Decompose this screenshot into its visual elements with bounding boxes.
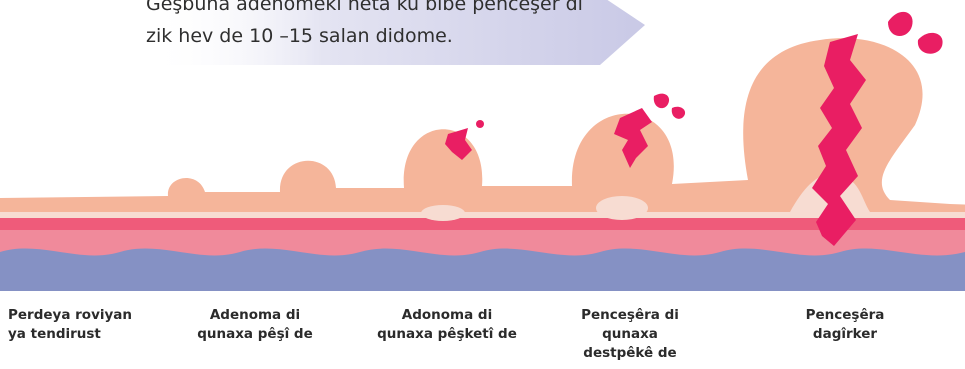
submucosa-bulge-3: [421, 205, 465, 221]
stage-label-line: dagîrker: [812, 326, 878, 342]
tumor-drop-5b: [917, 32, 943, 54]
tumor-drop-4a: [653, 93, 670, 109]
stage-label-advanced-adenoma: Adonoma di qunaxa pêşketî de: [372, 306, 522, 344]
stage-label-line: destpêkê de: [583, 345, 677, 361]
red-layer: [0, 216, 965, 230]
stage-label-line: Penceşêra: [805, 307, 885, 323]
stage-label-line: Penceşêra di: [581, 307, 679, 323]
submucosa-bulge-4: [596, 196, 648, 220]
stage-label-line: Adenoma di: [209, 307, 301, 323]
callout-text: Geşbûna adenomekî heta ku bibe penceşêr …: [146, 0, 616, 52]
tumor-drop-4b: [671, 106, 686, 119]
stage-label-early-cancer: Penceşêra di qunaxa destpêkê de: [570, 306, 690, 363]
stage-label-line: Perdeya roviyan: [8, 307, 133, 323]
stage-label-line: qunaxa: [602, 326, 658, 342]
stage-label-line: qunaxa pêşketî de: [377, 326, 517, 342]
stage-label-invasive-cancer: Penceşêra dagîrker: [790, 306, 900, 344]
tumor-drop-3: [476, 120, 484, 128]
tumor-stage-5: [812, 34, 866, 246]
callout-line-1: Geşbûna adenomekî heta ku bibe penceşêr …: [146, 0, 583, 15]
mucosa-with-polyps: [0, 38, 965, 213]
blue-wave: [0, 246, 965, 256]
stage-label-line: Adonoma di: [401, 307, 493, 323]
tumor-drop-5a: [888, 11, 913, 37]
callout-arrow-shape: [150, 0, 645, 65]
stage-label-healthy: Perdeya roviyan ya tendirust: [8, 306, 132, 344]
tumor-stage-3: [445, 128, 472, 160]
tumor-stage-4: [614, 108, 652, 168]
pink-layer: [0, 228, 965, 248]
callout-line-2: zik hev de 10 –15 salan didome.: [146, 25, 453, 47]
stage-label-line: qunaxa pêşî de: [197, 326, 313, 342]
stage-label-line: ya tendirust: [8, 326, 101, 342]
stage-label-early-adenoma: Adenoma di qunaxa pêşî de: [190, 306, 320, 344]
